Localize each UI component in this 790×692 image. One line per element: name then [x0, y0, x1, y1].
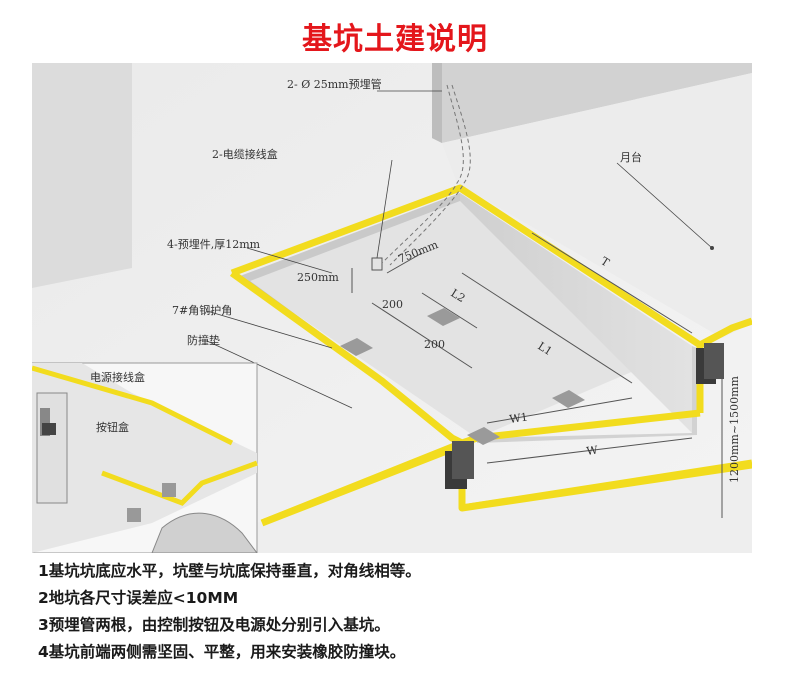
dim-w1: W1: [509, 411, 529, 426]
building-wall-right: [432, 63, 752, 143]
label-bumper: 防撞垫: [187, 333, 220, 347]
building-wall-left: [32, 63, 132, 288]
notes-list: 1基坑坑底应水平，坑壁与坑底保持垂直，对角线相等。 2地坑各尺寸误差应<10MM…: [38, 558, 758, 666]
note-4: 4基坑前端两侧需坚固、平整，用来安装橡胶防撞块。: [38, 643, 406, 661]
note-3: 3预埋管两根，由控制按钮及电源处分别引入基坑。: [38, 616, 390, 634]
dim-l1: L1: [535, 340, 554, 359]
pipe-dashed-1: [381, 84, 464, 264]
dimension-lines: [351, 232, 723, 518]
dim-200a: 200: [382, 298, 403, 311]
pit-back-wall: [460, 193, 692, 433]
pipe-dashed-2: [389, 84, 471, 266]
label-cable-box: 2-电缆接线盒: [212, 147, 278, 161]
dim-250: 250mm: [297, 271, 339, 284]
note-1: 1基坑坑底应水平，坑壁与坑底保持垂直，对角线相等。: [38, 562, 421, 580]
foreground-slab: [257, 448, 752, 553]
dim-w: W: [586, 443, 600, 458]
label-embedded: 4-预埋件,厚12mm: [167, 238, 261, 251]
embedded-plates: [340, 308, 585, 445]
label-button-box: 按钮盒: [96, 420, 129, 434]
pit-diagram: 2- Ø 25mm预埋管 2-电缆接线盒 4-预埋件,厚12mm 7#角钢护角 …: [31, 63, 754, 554]
label-platform: 月台: [620, 150, 642, 164]
dim-200b: 200: [424, 338, 445, 351]
platform-surface: [442, 73, 752, 338]
note-2: 2地坑各尺寸误差应<10MM: [38, 589, 239, 607]
dim-l2: L2: [448, 287, 467, 306]
angle-steel-edge-front: [229, 270, 701, 447]
label-pipe: 2- Ø 25mm预埋管: [287, 77, 382, 91]
inset-panel: [31, 362, 258, 554]
page-title: 基坑土建说明: [302, 22, 488, 57]
pit-floor: [240, 193, 692, 438]
leader-lines: [206, 90, 713, 409]
bumper-left: [445, 441, 474, 489]
label-angle-steel: 7#角钢护角: [172, 303, 232, 317]
label-power-box: 电源接线盒: [90, 370, 145, 384]
bumper-right: [696, 343, 724, 384]
pit-illustration-svg: 2- Ø 25mm预埋管 2-电缆接线盒 4-预埋件,厚12mm 7#角钢护角 …: [31, 63, 754, 554]
dim-depth: 1200mm~1500mm: [728, 376, 741, 483]
